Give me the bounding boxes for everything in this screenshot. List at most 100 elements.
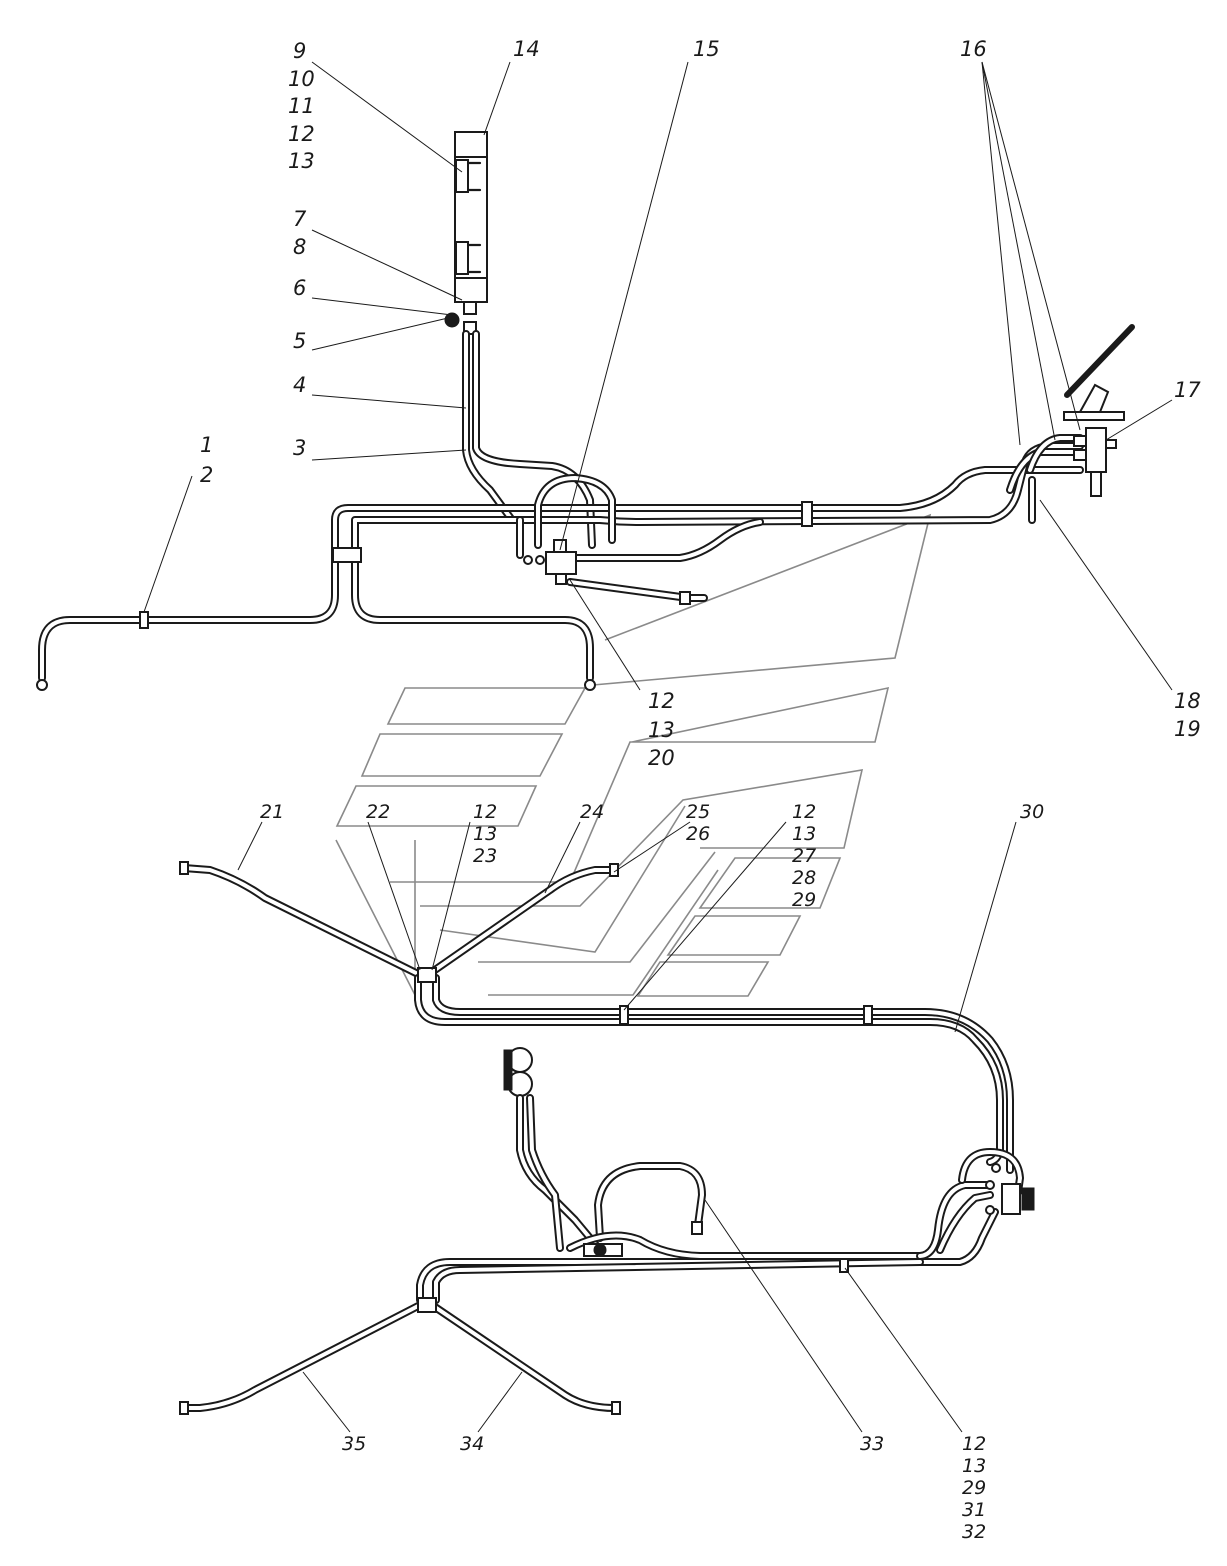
ghost-frame-d [420,769,864,907]
callout-1: 1 [200,433,213,457]
clamp-lower-a [619,1005,629,1025]
leader-30 [954,821,1017,1033]
leader-25 [613,821,691,873]
hose-34 [428,1301,619,1412]
callout-14: 14 [513,37,540,61]
leader-12e [844,1267,963,1433]
leader-33 [704,1199,863,1433]
cylinder-cap-top [454,131,488,158]
callout-25: 25 [686,801,710,823]
cylinder-clamp-upper [455,159,469,193]
control-valve [545,551,577,575]
lower-valve-knob [593,1243,607,1257]
leader-22 [367,821,421,971]
callout-labels: 9 10 11 12 13 14 15 16 7 8 6 5 4 3 1 2 1… [200,37,1201,1543]
hose-end-34 [611,1401,621,1415]
leader-lines [143,61,1173,1433]
ghost-frame-f [478,851,716,963]
ghost-frame-e [439,805,686,953]
hose-end-left [36,679,48,691]
cylinder-fitting [463,301,477,315]
callout-13a: 13 [288,149,315,173]
ghost-panel-5 [666,915,802,956]
callout-22: 22 [366,801,390,823]
pump-bracket [503,1049,513,1091]
leader-12c [431,821,471,971]
ghost-panel-6 [636,961,770,997]
hose-33-end [691,1221,703,1235]
callout-31: 31 [962,1499,986,1521]
valve-bottom-fitting [555,573,567,585]
callout-13d: 13 [792,823,816,845]
callout-32: 32 [962,1521,986,1543]
pedal-lever-body [1078,383,1110,413]
callout-19: 19 [1174,717,1201,741]
callout-12d: 12 [792,801,816,823]
pipe-clamp-left [139,611,149,629]
leader-16b [981,61,1081,431]
callout-3: 3 [293,436,306,460]
clamp-lower-fan [417,1297,437,1313]
leader-34 [477,1371,523,1433]
callout-27: 27 [792,845,816,867]
ghost-panel-4 [698,857,842,909]
callout-9: 9 [293,39,306,63]
lower-piping [179,861,1035,1415]
callout-16: 16 [960,37,987,61]
callout-8: 8 [293,235,306,259]
callout-13b: 13 [648,718,675,742]
pedal-lever [1064,324,1135,398]
callout-29a: 29 [792,889,816,911]
pipe-clamp-branch [332,547,362,563]
leader-16c [981,61,1021,446]
callout-29b: 29 [962,1477,986,1499]
distributor-block [1001,1183,1021,1215]
leader-18 [1039,499,1173,691]
hose-end-35 [179,1401,189,1415]
rod-end [679,591,691,605]
elbow-fitting [444,312,460,328]
leader-7 [311,229,463,301]
leader-4 [311,394,467,409]
callout-28: 28 [792,867,816,889]
callout-18: 18 [1174,689,1201,713]
callout-12e: 12 [962,1433,986,1455]
callout-33: 33 [860,1433,884,1455]
leader-1 [143,475,193,613]
callout-10: 10 [288,67,315,91]
callout-13c: 13 [473,823,497,845]
pedal-fitting-upper [1073,435,1087,447]
leader-9 [311,61,463,173]
pedal-drain [1090,471,1102,497]
callout-12b: 12 [648,689,675,713]
ghost-panel-2 [360,733,564,777]
ghost-frame-b [335,839,416,996]
leader-16a [981,61,1056,441]
callout-26: 26 [686,823,710,845]
leader-17 [1105,399,1173,441]
leader-3 [311,449,467,461]
hose-end-21 [179,861,189,875]
callout-35: 35 [342,1433,366,1455]
hose-end-right [584,679,596,691]
upper-piping [36,131,1135,691]
valve-top-fitting [553,539,567,553]
leader-35 [302,1371,351,1433]
leader-24 [544,821,581,894]
callout-17: 17 [1174,378,1201,402]
callout-12a: 12 [288,122,315,146]
valve-out-pipe [571,518,764,562]
hose-24 [428,866,619,976]
callout-20: 20 [648,746,675,770]
callout-21: 21 [260,801,284,823]
pedal-fitting-lower [1073,449,1087,461]
dist-fitting-3 [985,1205,995,1215]
leader-12b [569,579,641,691]
pump-hose-2 [526,1094,564,1252]
valve-side-fitting-left [523,555,533,565]
callout-5: 5 [293,329,306,353]
callout-6: 6 [293,276,306,300]
callout-2: 2 [200,463,213,487]
clamp-lower-b [863,1005,873,1025]
